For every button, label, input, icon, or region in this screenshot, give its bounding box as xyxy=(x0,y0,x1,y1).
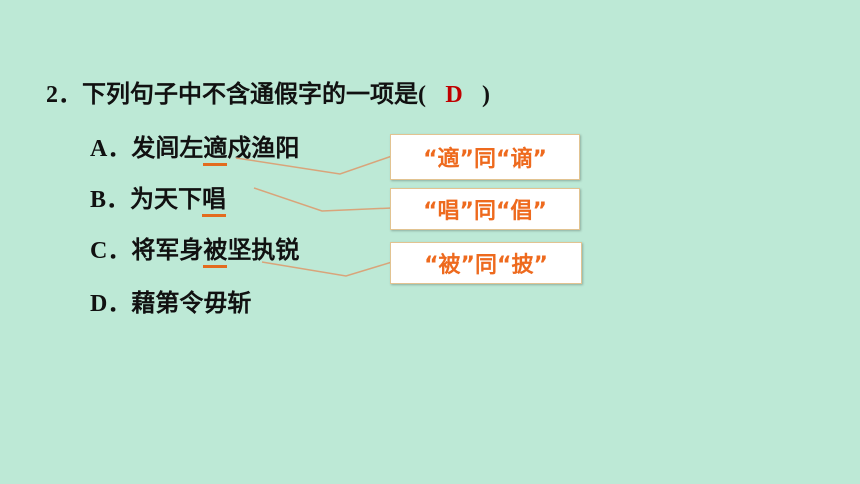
option-letter: B． xyxy=(90,187,131,213)
option-text-post: 坚执锐 xyxy=(227,236,300,264)
option-letter: C． xyxy=(90,238,132,264)
underlined-character: 唱 xyxy=(202,179,227,217)
option-c: C．将军身被坚执锐 xyxy=(90,230,300,268)
answer-letter: D xyxy=(445,82,463,108)
option-text-post: 戍渔阳 xyxy=(227,134,300,162)
option-letter: A． xyxy=(90,136,132,162)
connector-line-b xyxy=(253,187,393,212)
option-a: A．发闾左適戍渔阳 xyxy=(90,128,300,166)
option-text-pre: 发闾左 xyxy=(131,134,204,162)
option-text-pre: 将军身 xyxy=(131,236,204,264)
answer-paren-open: ( xyxy=(418,82,426,108)
answer-paren-close: ) xyxy=(482,82,490,108)
option-d: D．藉第令毋斩 xyxy=(90,283,251,318)
annotation-box-a: “適”同“谪” xyxy=(390,134,580,180)
question-stem: 下列句子中不含通假字的一项是 xyxy=(82,80,418,108)
underlined-character: 適 xyxy=(203,128,228,166)
question-number: 2． xyxy=(46,82,82,108)
option-letter: D． xyxy=(90,291,132,317)
option-b: B．为天下唱 xyxy=(90,179,227,217)
underlined-character: 被 xyxy=(203,230,228,268)
question-line: 2．下列句子中不含通假字的一项是( D) xyxy=(46,74,490,109)
annotation-box-b: “唱”同“倡” xyxy=(390,188,580,230)
option-text: 藉第令毋斩 xyxy=(131,289,252,317)
option-text-pre: 为天下 xyxy=(130,185,203,213)
annotation-box-c: “被”同“披” xyxy=(390,242,582,284)
